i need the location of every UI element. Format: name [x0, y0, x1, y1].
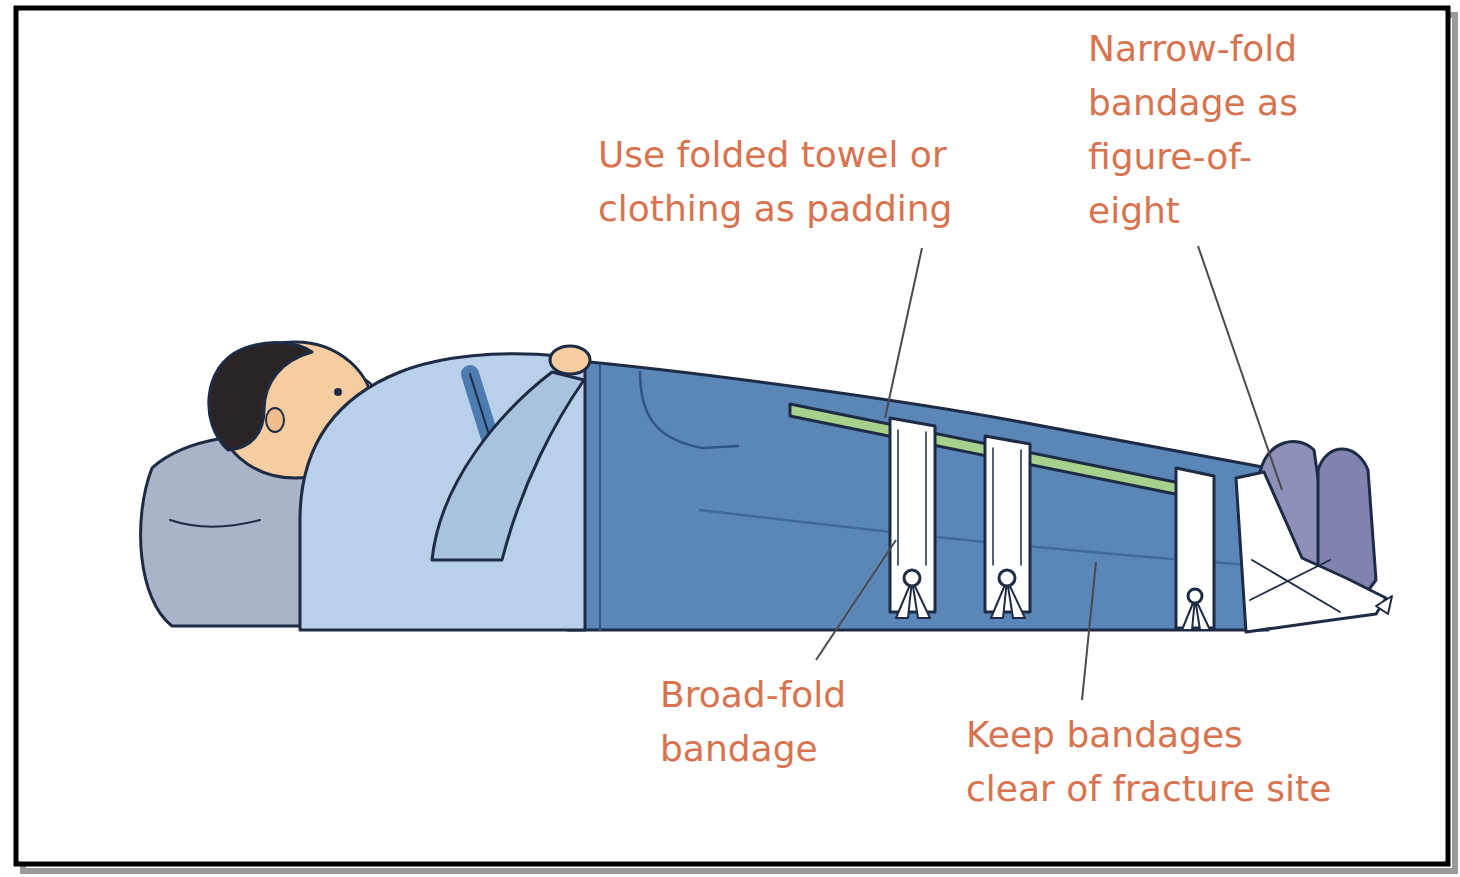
leader-line: [885, 248, 922, 418]
bandage-knot: [1188, 589, 1202, 603]
pillow-crease: [170, 520, 260, 527]
ear: [266, 408, 284, 432]
bandage-knot: [1376, 596, 1392, 614]
bandage-fold: [993, 448, 1021, 565]
callout-label: Narrow-fold bandage as figure-of-eight: [1088, 22, 1311, 238]
figure-eight-cross: [1250, 560, 1340, 612]
bandage-fold: [898, 430, 926, 565]
broad-bandage: [890, 418, 935, 612]
hair: [209, 342, 312, 450]
hand: [550, 346, 590, 374]
callout-label: Broad-fold bandage: [660, 668, 876, 776]
leader-line: [1082, 562, 1096, 700]
callout-label: Use folded towel or clothing as padding: [598, 128, 994, 236]
broad-bandage: [985, 436, 1030, 612]
shirt: [300, 354, 585, 630]
leader-line: [1198, 246, 1282, 490]
narrow-bandage: [1176, 468, 1214, 628]
bandage-knot: [904, 570, 920, 586]
jeans: [568, 360, 1268, 630]
frame-border: [16, 8, 1448, 864]
callout-label: Keep bandages clear of fracture site: [966, 708, 1339, 816]
arm: [432, 372, 584, 560]
jeans-fly: [599, 365, 601, 630]
bandage-knot: [999, 570, 1015, 586]
figure-eight-bandage: [1236, 472, 1386, 632]
eye: [334, 388, 342, 396]
jeans-pocket: [640, 372, 738, 448]
leader-line: [816, 540, 896, 660]
